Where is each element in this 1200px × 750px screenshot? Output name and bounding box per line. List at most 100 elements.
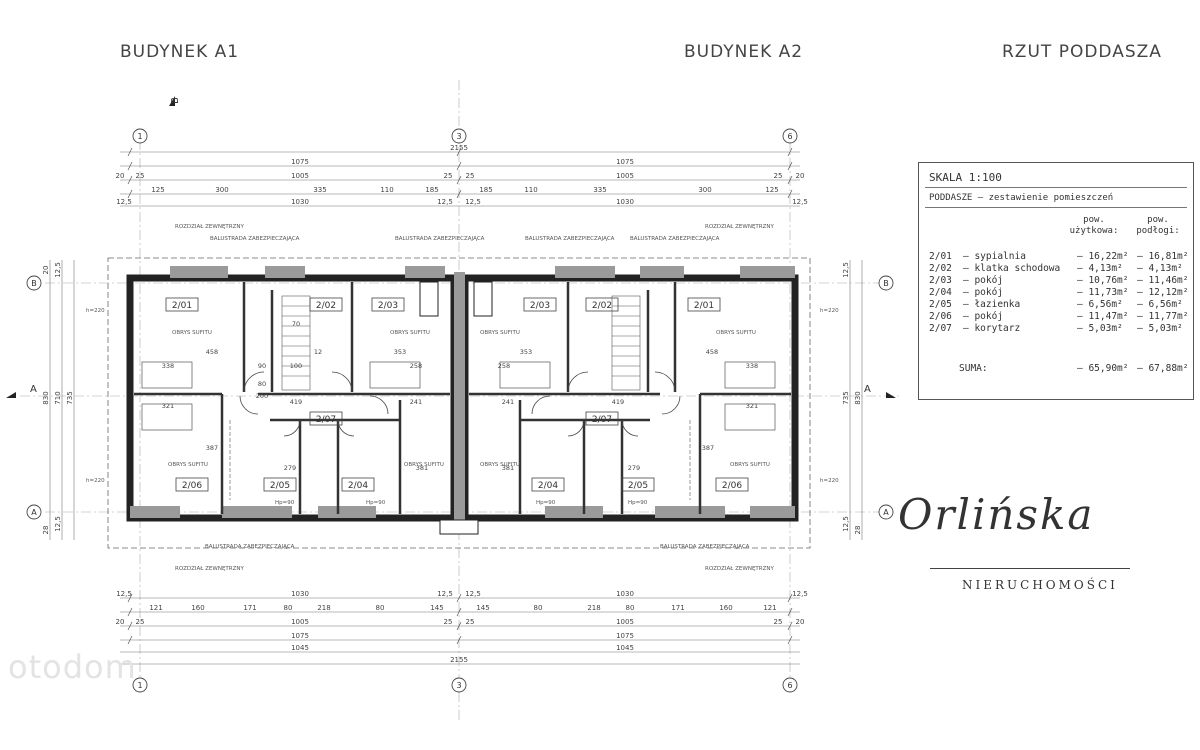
room-floor: – 16,81m² — [1137, 251, 1189, 262]
room-name: – pokój — [963, 311, 1004, 322]
room-floor: – 6,56m² — [1137, 299, 1183, 310]
inner-dim-2: 458 — [206, 348, 218, 356]
dim-right-3: 12,5 — [842, 516, 850, 532]
dim-top3-3: 25 — [444, 172, 453, 180]
logo-script: Orlińska — [898, 490, 1095, 539]
dim-bot2-4: 218 — [317, 604, 330, 612]
table-scale: SKALA 1:100 — [929, 171, 1002, 184]
dim-top3-5: 1005 — [616, 172, 634, 180]
note-h220-4: h=220 — [820, 478, 839, 484]
dim-bot2-1: 160 — [191, 604, 204, 612]
room-schedule-table: SKALA 1:100 PODDASZE – zestawienie pomie… — [918, 162, 1194, 400]
note-obrys-a1-top: OBRYS SUFITU — [172, 330, 212, 336]
col-header-floor-l1: pow. — [1147, 215, 1169, 225]
col-header-floor: pow. podłogi: — [1133, 215, 1183, 237]
dim-bot2-5: 80 — [376, 604, 385, 612]
note-obrys-a2-bot: OBRYS SUFITU — [480, 462, 520, 468]
inner-dim-6: 241 — [410, 398, 422, 406]
room-a1-2-02: 2/02 — [316, 301, 336, 311]
room-floor: – 11,46m² — [1137, 275, 1189, 286]
room-a2-2-07: 2/07 — [592, 415, 612, 425]
section-label-b: B — [170, 97, 181, 104]
room-a2-2-06: 2/06 — [722, 481, 742, 491]
dim-top3-6: 25 — [774, 172, 783, 180]
dim-top4-7: 335 — [593, 186, 606, 194]
section-label-a-right: A — [864, 384, 871, 395]
dim-bot3-1: 25 — [136, 618, 145, 626]
note-balustrada-1: BALUSTRADA ZABEZPIECZAJĄCA — [210, 236, 300, 242]
room-a2-2-03: 2/03 — [530, 301, 550, 311]
stairs — [229, 295, 691, 500]
chimney-shafts — [419, 281, 493, 535]
note-balustrada-4: BALUSTRADA ZABEZPIECZAJĄCA — [630, 236, 720, 242]
room-a1-2-01: 2/01 — [172, 301, 192, 311]
dim-bot5-1: 1045 — [616, 644, 634, 652]
room-floor: – 4,13m² — [1137, 263, 1183, 274]
room-a1-2-07: 2/07 — [316, 415, 336, 425]
header-plan-title: RZUT PODDASZA — [1002, 42, 1162, 62]
dim-bot1-2: 12,5 — [437, 590, 453, 598]
inner-dim-19: 353 — [520, 348, 532, 356]
header-building-a2: BUDYNEK A2 — [684, 42, 804, 62]
dim-left-4: 735 — [66, 391, 74, 404]
note-obrys-a1-bot: OBRYS SUFITU — [168, 462, 208, 468]
inner-dim-0: 338 — [162, 362, 174, 370]
inner-dim-14: 80 — [258, 380, 266, 388]
floor-plan-drawing: 1 3 6 1 3 6 B A B A A A B — [6, 80, 900, 720]
dim-top2-0: 1075 — [291, 158, 309, 166]
dim-bot3-6: 25 — [774, 618, 783, 626]
inner-dim-10: 90 — [258, 362, 266, 370]
table-row: 2/06 – pokój – 11,47m² – 11,77m² — [929, 311, 1191, 323]
room-name: – pokój — [963, 287, 1004, 298]
dim-left-0: 20 — [42, 266, 50, 275]
note-balustrada-5: BALUSTRADA ZABEZPIECZAJĄCA — [205, 544, 295, 550]
dim-top4-5: 185 — [479, 186, 492, 194]
inner-dim-16: 338 — [746, 362, 758, 370]
col-header-usable-l1: pow. — [1083, 215, 1105, 225]
door-swings — [239, 371, 681, 437]
company-logo: Orlińska NIERUCHOMOŚCI — [898, 482, 1138, 602]
dim-bot4-0: 1075 — [291, 632, 309, 640]
axis-label-1-top: 1 — [137, 132, 142, 141]
col-header-floor-l2: podłogi: — [1136, 226, 1180, 236]
dim-bot2-13: 121 — [763, 604, 776, 612]
dim-top4-1: 300 — [215, 186, 228, 194]
dim-top3-2: 1005 — [291, 172, 309, 180]
room-no: 2/02 — [929, 263, 952, 274]
note-h220-2: h=220 — [86, 478, 105, 484]
axis-label-6-top: 6 — [787, 132, 792, 141]
sum-usable: – 65,90m² — [1077, 363, 1129, 374]
dim-top4-3: 110 — [380, 186, 393, 194]
col-header-usable-l2: użytkowa: — [1069, 226, 1119, 236]
dim-bot1-4: 1030 — [616, 590, 634, 598]
room-no: 2/07 — [929, 323, 952, 334]
table-sum-row: SUMA: – 65,90m² – 67,88m² — [929, 363, 1191, 375]
dim-bot3-5: 1005 — [616, 618, 634, 626]
dim-bot3-4: 25 — [466, 618, 475, 626]
wall-hatch — [130, 266, 795, 530]
inner-dim-1: 321 — [162, 402, 174, 410]
dim-bot1-1: 1030 — [291, 590, 309, 598]
inner-dim-20: 258 — [498, 362, 510, 370]
room-a2-2-04: 2/04 — [538, 481, 558, 491]
note-h220-1: h=220 — [86, 308, 105, 314]
room-no: 2/01 — [929, 251, 952, 262]
dim-top4-8: 300 — [698, 186, 711, 194]
inner-dim-17: 321 — [746, 402, 758, 410]
dim-right-4: 28 — [854, 526, 862, 535]
col-header-usable: pow. użytkowa: — [1069, 215, 1119, 237]
skylights — [141, 361, 776, 431]
note-obrys-a1-mid: OBRYS SUFITU — [390, 330, 430, 336]
dim-bot3-3: 25 — [444, 618, 453, 626]
inner-dim-11: 100 — [290, 362, 302, 370]
note-rozdzial-3: ROZDZIAŁ ZEWNĘTRZNY — [175, 566, 244, 572]
section-label-a-left: A — [30, 384, 37, 395]
dim-top2-1: 1075 — [616, 158, 634, 166]
dimension-ticks — [127, 147, 793, 645]
table-row: 2/01 – sypialnia – 16,22m² – 16,81m² — [929, 251, 1191, 263]
room-no: 2/05 — [929, 299, 952, 310]
inner-dim-12: 70 — [292, 320, 300, 328]
dim-bot2-12: 160 — [719, 604, 732, 612]
note-balustrada-6: BALUSTRADA ZABEZPIECZAJĄCA — [660, 544, 750, 550]
room-a2-2-01: 2/01 — [694, 301, 714, 311]
